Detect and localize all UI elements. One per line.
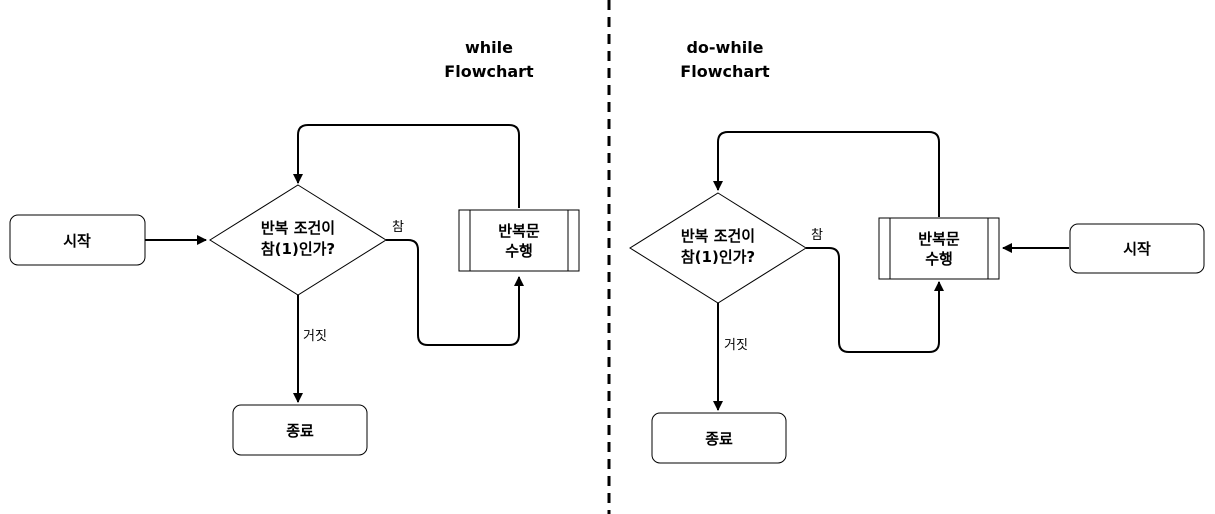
while-body-line1: 반복문 xyxy=(498,222,540,240)
do-while-end-label: 종료 xyxy=(705,430,733,448)
do-while-loop-body-node: 반복문 수행 xyxy=(878,217,1000,280)
while-body-line2: 수행 xyxy=(505,242,533,260)
do-while-title-line1: do-while xyxy=(686,38,763,57)
do-while-condition-node: 반복 조건이 참(1)인가? xyxy=(629,192,807,304)
do-while-start-label: 시작 xyxy=(1123,240,1151,258)
while-title-line2: Flowchart xyxy=(444,62,534,81)
do-while-true-branch-arrow xyxy=(806,247,944,353)
do-while-start-node: 시작 xyxy=(1069,223,1205,274)
do-while-title-line2: Flowchart xyxy=(680,62,770,81)
do-while-body-line1: 반복문 xyxy=(918,230,960,248)
while-start-node: 시작 xyxy=(9,214,146,266)
while-title-line1: while xyxy=(465,38,513,57)
do-while-condition-line1: 반복 조건이 xyxy=(681,227,755,245)
do-while-body-to-condition-arrow xyxy=(713,131,940,217)
do-while-condition-line2: 참(1)인가? xyxy=(681,248,755,266)
while-true-label: 참 xyxy=(392,220,404,235)
while-condition-node: 반복 조건이 참(1)인가? xyxy=(209,184,387,296)
do-while-body-line2: 수행 xyxy=(925,250,953,268)
while-false-label: 거짓 xyxy=(303,329,327,344)
while-condition-line2: 참(1)인가? xyxy=(261,240,335,258)
while-loop-back-arrow xyxy=(293,124,520,208)
while-end-label: 종료 xyxy=(286,422,314,440)
do-while-true-label: 참 xyxy=(811,228,823,243)
while-flowchart: while Flowchart 시작 반복 조건이 참(1)인가? 참 거짓 반… xyxy=(9,38,580,456)
while-condition-line1: 반복 조건이 xyxy=(261,219,335,237)
while-true-branch-arrow xyxy=(386,239,524,346)
while-start-label: 시작 xyxy=(63,232,91,250)
do-while-flowchart: do-while Flowchart 반복 조건이 참(1)인가? 참 거짓 반… xyxy=(629,38,1205,464)
do-while-false-label: 거짓 xyxy=(724,338,748,353)
while-loop-body-node: 반복문 수행 xyxy=(458,209,580,272)
while-end-node: 종료 xyxy=(232,404,368,456)
do-while-end-node: 종료 xyxy=(651,412,787,464)
